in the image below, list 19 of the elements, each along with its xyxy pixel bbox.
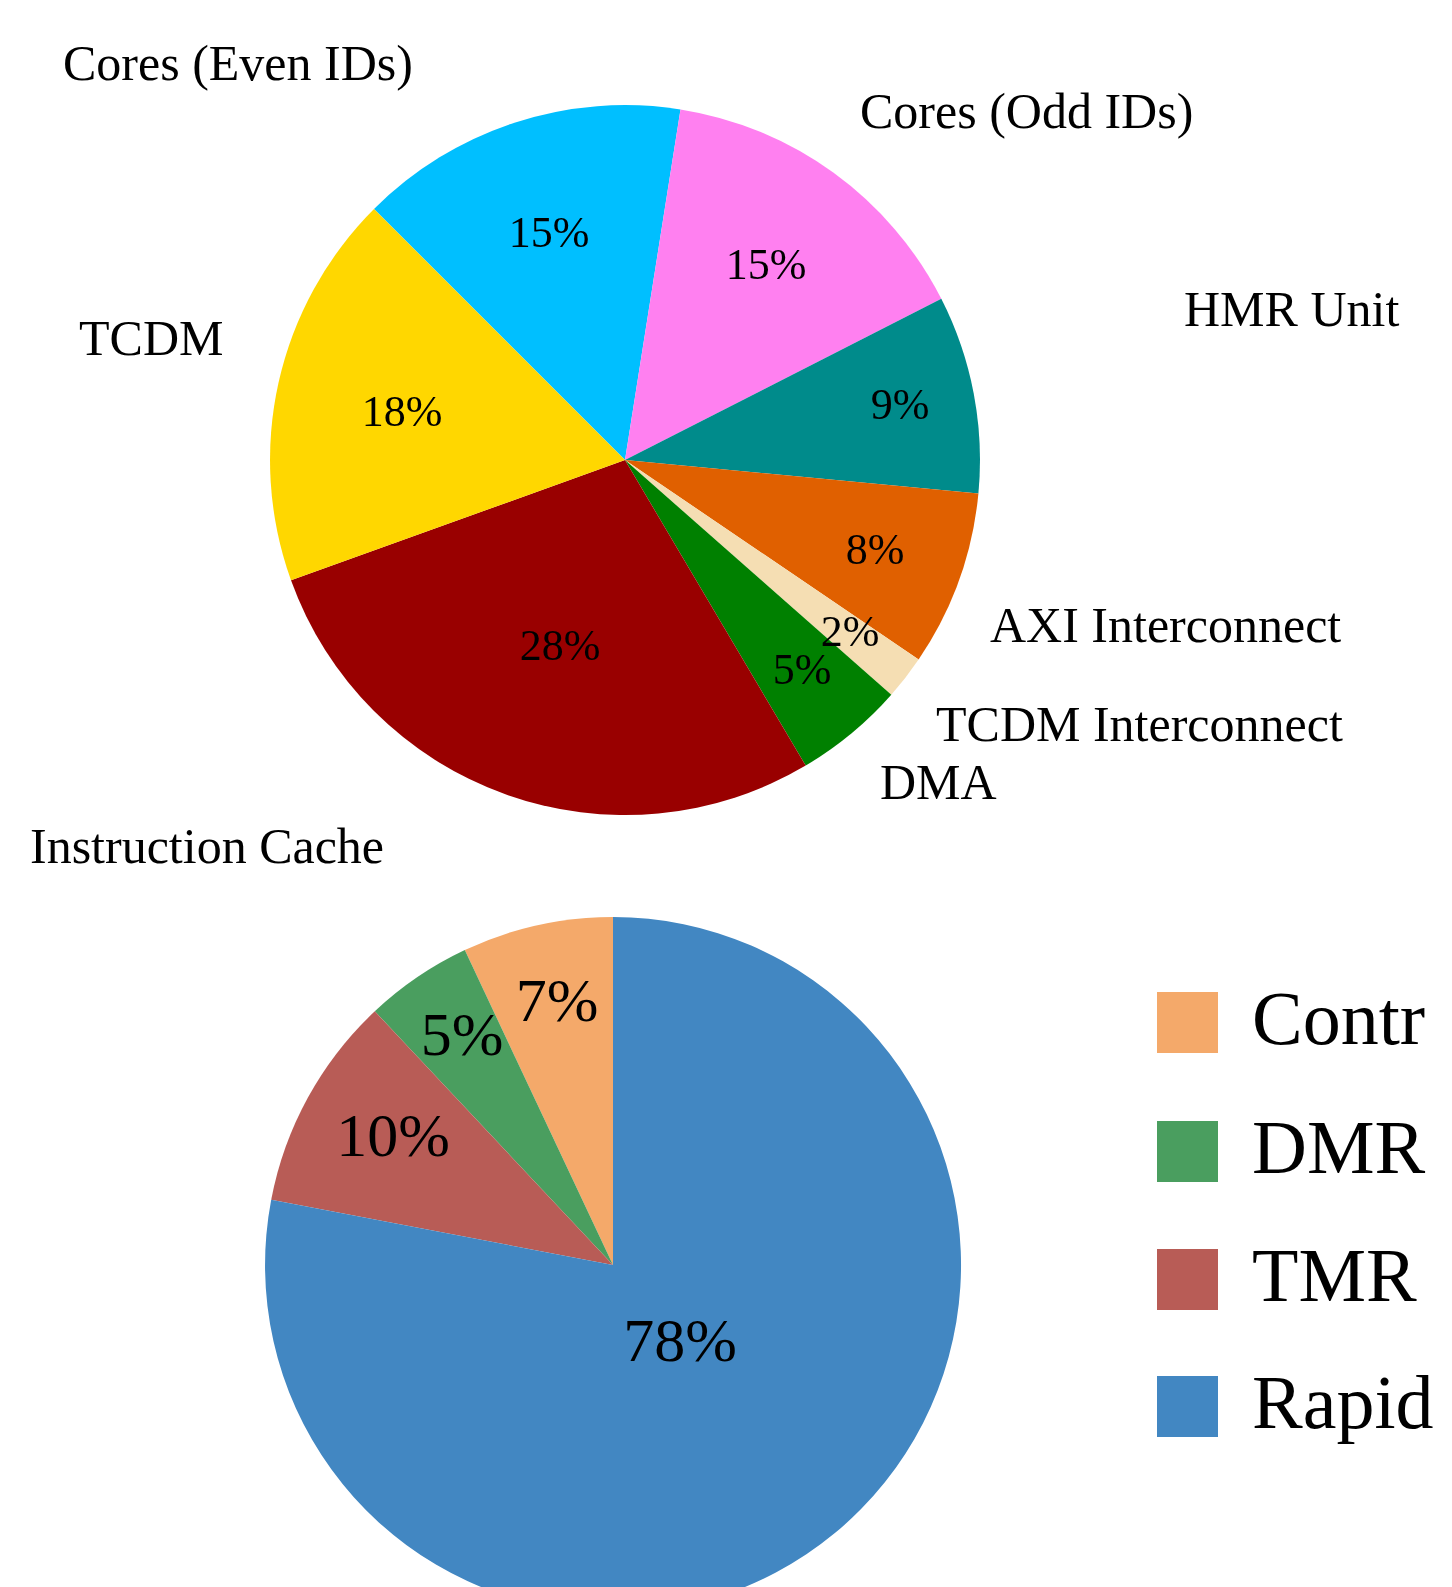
value-label: 10% — [336, 1104, 450, 1166]
value-label: 15% — [508, 211, 590, 255]
slice-label: HMR Unit — [1184, 284, 1400, 334]
value-label: 7% — [515, 969, 599, 1031]
slice-label: AXI Interconnect — [990, 600, 1342, 650]
value-label: 78% — [623, 1309, 737, 1371]
legend-label: Contr — [1252, 980, 1426, 1056]
value-label: 9% — [870, 383, 930, 427]
value-label: 5% — [420, 1003, 504, 1065]
legend-label: DMR — [1252, 1109, 1426, 1185]
legend-label: TMR — [1252, 1237, 1417, 1313]
value-label: 18% — [361, 390, 443, 434]
value-label: 15% — [725, 243, 807, 287]
slice-label: Instruction Cache — [30, 821, 385, 871]
slice-label: TCDM Interconnect — [936, 699, 1343, 749]
value-label: 28% — [519, 624, 601, 668]
slice-label: TCDM — [79, 313, 224, 363]
value-label: 8% — [845, 528, 905, 572]
slice-label: DMA — [880, 757, 997, 807]
